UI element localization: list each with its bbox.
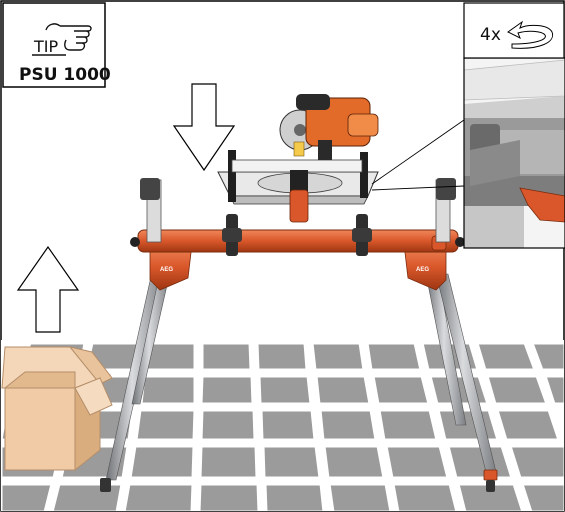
down-arrow-icon xyxy=(172,83,236,172)
detail-inset xyxy=(463,57,565,249)
miter-saw xyxy=(217,94,379,223)
stand-beam xyxy=(130,229,465,253)
tip-box: TIP PSU 1000 xyxy=(2,2,111,88)
rotate-arrow-icon xyxy=(507,20,554,49)
rotation-count-box: 4x xyxy=(463,2,565,59)
pointing-hand-icon xyxy=(45,23,92,51)
aeg-logo-left: AEG xyxy=(160,267,173,273)
tip-word: TIP xyxy=(33,37,58,56)
repeat-count: 4x xyxy=(480,25,501,45)
mounting-clamps xyxy=(222,214,372,256)
stand-legs xyxy=(100,271,498,492)
up-arrow-icon xyxy=(16,245,80,333)
cardboard-box xyxy=(1,346,113,472)
product-name: PSU 1000 xyxy=(19,65,111,85)
aeg-logo-right: AEG xyxy=(416,267,429,273)
end-supports xyxy=(140,178,456,243)
callout-lines xyxy=(371,119,465,191)
